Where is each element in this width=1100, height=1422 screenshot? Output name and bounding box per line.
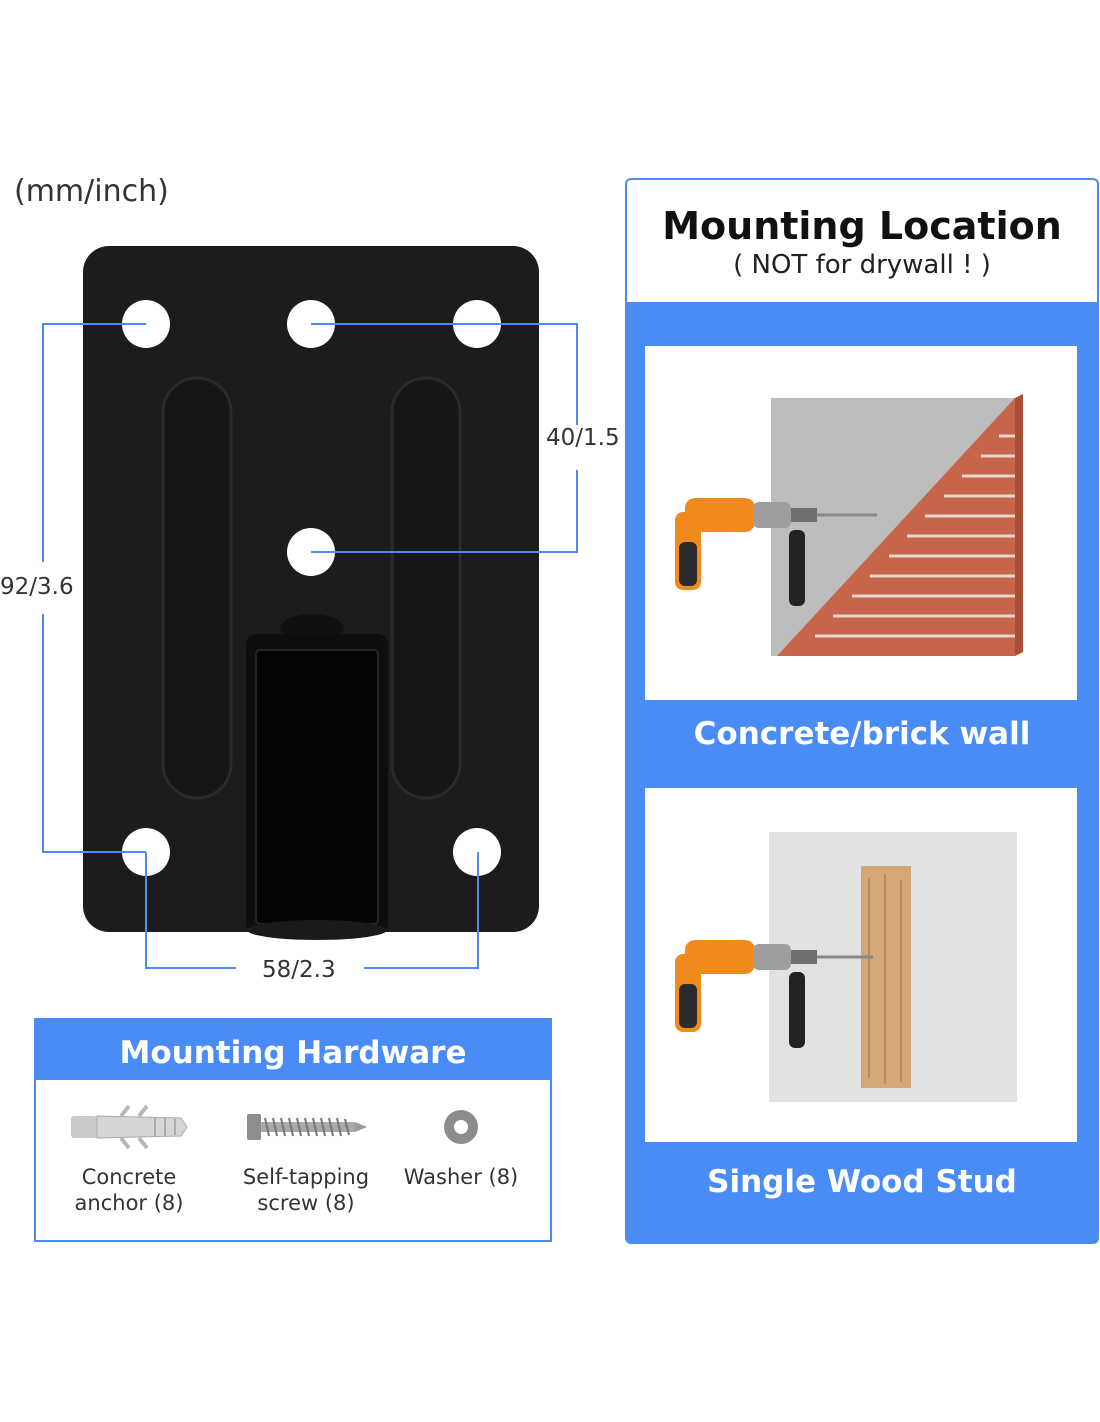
location-card-brick: [645, 346, 1077, 700]
dimension-width: 58/2.3: [262, 957, 336, 983]
drill-wood-stud-image: [675, 832, 1017, 1102]
location-subtitle: ( NOT for drywall ! ): [733, 250, 991, 280]
drill-brick-wall-image: [675, 394, 1023, 656]
dimension-height: 92/3.6: [0, 574, 74, 600]
slot-right: [390, 376, 462, 800]
hardware-label-line1: Self-tapping: [242, 1165, 370, 1189]
hardware-label-line1: Washer (8): [403, 1165, 519, 1189]
location-caption-brick: Concrete/brick wall: [693, 716, 1031, 752]
washer-icon: [444, 1110, 478, 1144]
anchor-icon: [71, 1104, 188, 1150]
hardware-label-line2: anchor (8): [74, 1191, 184, 1215]
slot-left: [161, 376, 233, 800]
mounting-plate-diagram: [42, 246, 578, 969]
units-label: (mm/inch): [14, 174, 169, 209]
screw-icon: [247, 1114, 367, 1140]
dimension-lines: [42, 323, 578, 969]
dimension-top-spacing: 40/1.5: [546, 425, 620, 451]
hardware-label-line1: Concrete: [81, 1165, 177, 1189]
hardware-item-screw: Self-tapping screw (8): [236, 1104, 376, 1216]
hardware-title: Mounting Hardware: [36, 1020, 550, 1080]
hardware-label-line2: screw (8): [257, 1191, 355, 1215]
location-card-wood: [645, 788, 1077, 1142]
location-title: Mounting Location: [662, 204, 1062, 248]
location-caption-wood: Single Wood Stud: [707, 1164, 1017, 1200]
mounting-location-panel: Mounting Location ( NOT for drywall ! ): [625, 178, 1099, 1244]
mounting-hardware-box: Mounting Hardware Concrete anchor (8) Se…: [34, 1018, 552, 1242]
hardware-item-washer: Washer (8): [396, 1104, 526, 1190]
hardware-item-anchor: Concrete anchor (8): [64, 1104, 194, 1216]
location-header: Mounting Location ( NOT for drywall ! ): [627, 180, 1097, 302]
